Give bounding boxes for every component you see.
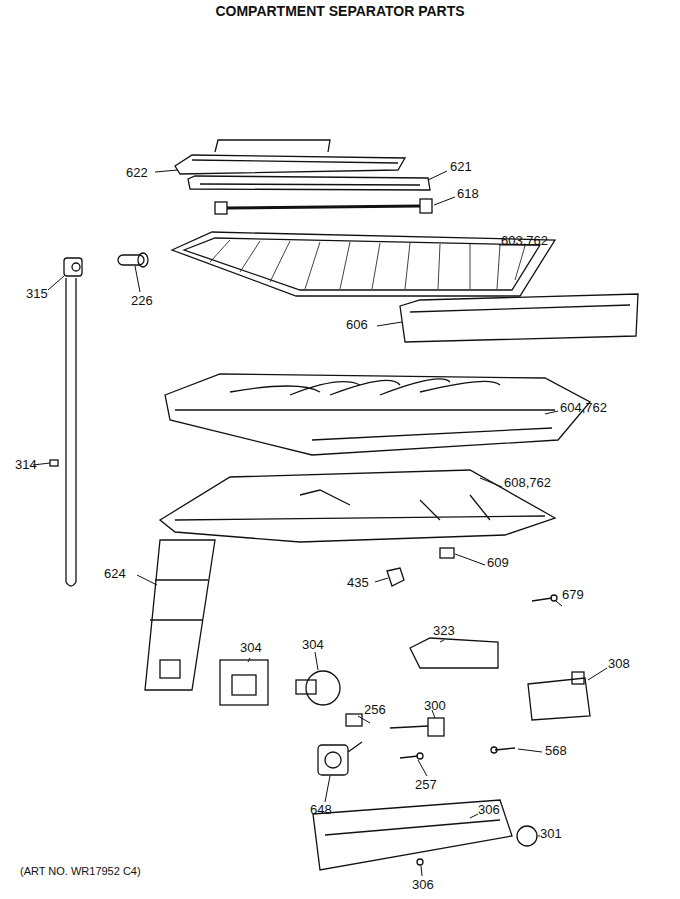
diagram-title: COMPARTMENT SEPARATOR PARTS [215, 4, 464, 18]
callout-number: 606 [346, 318, 368, 331]
callout-number: 308 [608, 657, 630, 670]
callout-number: 621 [450, 160, 472, 173]
callout-number: 435 [347, 576, 369, 589]
callout-number: 304 [302, 638, 324, 651]
callout-number: 301 [540, 827, 562, 840]
callout-number: 618 [457, 187, 479, 200]
callout-number: 304 [240, 641, 262, 654]
callout-number: 306 [412, 878, 434, 891]
callout-number: 609 [487, 556, 509, 569]
callout-number: 256 [364, 703, 386, 716]
callout-number: 568 [545, 744, 567, 757]
callout-number: 608,762 [504, 476, 551, 489]
callout-number: 315 [26, 287, 48, 300]
callout-number: 624 [104, 567, 126, 580]
callout-number: 604,762 [560, 401, 607, 414]
callout-number: 257 [415, 778, 437, 791]
callout-number: 314 [15, 458, 37, 471]
callout-number: 603,762 [501, 234, 548, 247]
callout-number: 323 [433, 624, 455, 637]
callout-number: 300 [424, 699, 446, 712]
callout-number: 679 [562, 588, 584, 601]
callout-number: 622 [126, 166, 148, 179]
callout-number: 306 [478, 803, 500, 816]
callout-number: 226 [131, 294, 153, 307]
art-number-caption: (ART NO. WR17952 C4) [20, 866, 141, 877]
callout-number: 648 [310, 803, 332, 816]
